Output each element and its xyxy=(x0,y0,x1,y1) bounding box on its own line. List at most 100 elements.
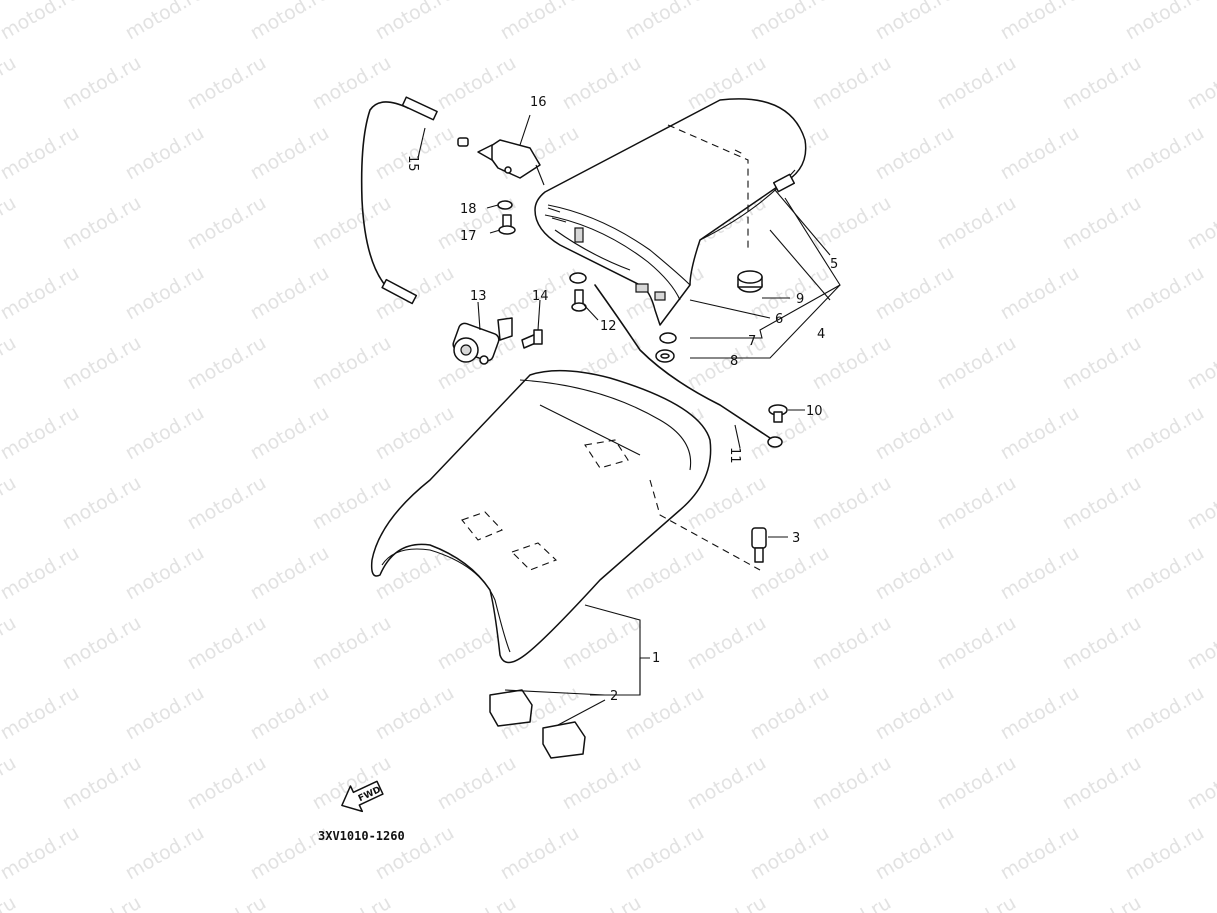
watermark-text: motod.ru xyxy=(372,682,458,745)
pin-15 xyxy=(457,137,469,147)
watermark-text: motod.ru xyxy=(122,822,208,885)
watermark-text: motod.ru xyxy=(934,192,1020,255)
watermark-text: motod.ru xyxy=(0,402,83,465)
watermark-text: motod.ru xyxy=(122,682,208,745)
watermark-text: motod.ru xyxy=(872,682,958,745)
watermark-text: motod.ru xyxy=(559,52,645,115)
screw-12 xyxy=(569,272,587,312)
watermark-text: motod.ru xyxy=(59,192,145,255)
collar-8 xyxy=(655,349,675,363)
washer-18 xyxy=(497,200,513,210)
callout-16: 16 xyxy=(530,95,547,110)
callout-1: 1 xyxy=(652,651,660,666)
callout-17: 17 xyxy=(460,229,477,244)
watermark-text: motod.ru xyxy=(1184,472,1217,535)
watermark-text: motod.ru xyxy=(184,192,270,255)
watermark-text: motod.ru xyxy=(309,192,395,255)
callout-2: 2 xyxy=(610,689,618,704)
front-seat xyxy=(370,369,761,696)
watermark-text: motod.ru xyxy=(1122,0,1208,44)
bolt-3 xyxy=(751,527,767,563)
leader-lines xyxy=(417,114,841,726)
watermark-text: motod.ru xyxy=(184,752,270,815)
watermark-text: motod.ru xyxy=(559,892,645,913)
watermark-text: motod.ru xyxy=(1059,52,1145,115)
callout-6: 6 xyxy=(775,312,783,327)
watermark-text: motod.ru xyxy=(59,892,145,913)
seat-lock-13 xyxy=(452,317,513,365)
watermark-text: motod.ru xyxy=(872,402,958,465)
watermark-text: motod.ru xyxy=(1184,332,1217,395)
watermark-text: motod.ru xyxy=(122,0,208,44)
watermark-text: motod.ru xyxy=(0,192,20,255)
watermark-text: motod.ru xyxy=(372,402,458,465)
watermark-text: motod.ru xyxy=(372,262,458,325)
callout-9: 9 xyxy=(796,292,804,307)
watermark-text: motod.ru xyxy=(622,0,708,44)
watermark-text: motod.ru xyxy=(497,0,583,44)
watermark-text: motod.ru xyxy=(59,52,145,115)
watermark-text: motod.ru xyxy=(1184,612,1217,675)
damper-2b xyxy=(542,721,586,759)
watermark-text: motod.ru xyxy=(997,122,1083,185)
watermark-text: motod.ru xyxy=(622,542,708,605)
watermark-text: motod.ru xyxy=(934,752,1020,815)
watermark-text: motod.ru xyxy=(997,0,1083,44)
screw-10 xyxy=(768,404,788,423)
watermark-text: motod.ru xyxy=(747,262,833,325)
watermark-text: motod.ru xyxy=(0,262,83,325)
watermark-text: motod.ru xyxy=(1122,822,1208,885)
callout-7: 7 xyxy=(748,334,756,349)
watermark-text: motod.ru xyxy=(1184,52,1217,115)
watermark-text: motod.ru xyxy=(247,0,333,44)
watermark-text: motod.ru xyxy=(934,332,1020,395)
watermark-text: motod.ru xyxy=(809,472,895,535)
watermark-text: motod.ru xyxy=(997,262,1083,325)
watermark-text: motod.ru xyxy=(1059,612,1145,675)
watermark-text: motod.ru xyxy=(434,752,520,815)
diagram-code: 3XV1010-1260 xyxy=(318,829,405,843)
callout-labels: 1 2 3 4 5 6 7 8 9 10 11 12 13 14 15 16 1… xyxy=(405,95,838,704)
watermark-text: motod.ru xyxy=(0,682,83,745)
watermark-text: motod.ru xyxy=(0,822,83,885)
watermark-text: motod.ru xyxy=(1059,192,1145,255)
watermark-text: motod.ru xyxy=(59,332,145,395)
watermark-text: motod.ru xyxy=(0,752,20,815)
watermark-text: motod.ru xyxy=(622,682,708,745)
callout-3: 3 xyxy=(792,531,800,546)
watermark-text: motod.ru xyxy=(59,472,145,535)
watermark-text: motod.ru xyxy=(747,0,833,44)
watermark-text: motod.ru xyxy=(0,542,83,605)
watermark-text: motod.ru xyxy=(934,892,1020,913)
damper-9 xyxy=(737,270,763,293)
washer-7 xyxy=(659,332,677,344)
callout-10: 10 xyxy=(806,404,823,419)
watermark-text: motod.ru xyxy=(0,122,83,185)
watermark-text: motod.ru xyxy=(184,472,270,535)
watermark-text: motod.ru xyxy=(1122,262,1208,325)
watermark-text: motod.ru xyxy=(0,332,20,395)
watermark-text: motod.ru xyxy=(622,822,708,885)
watermark-text: motod.ru xyxy=(372,122,458,185)
seat-lock-cable xyxy=(360,96,783,448)
watermark-text: motod.ru xyxy=(934,612,1020,675)
watermark-text: motod.ru xyxy=(309,52,395,115)
watermark-text: motod.ru xyxy=(59,612,145,675)
watermark-text: motod.ru xyxy=(684,892,770,913)
callout-15: 15 xyxy=(405,155,420,172)
watermark-text: motod.ru xyxy=(747,822,833,885)
callout-14: 14 xyxy=(532,289,549,304)
watermark-text: motod.ru xyxy=(872,262,958,325)
watermark-text: motod.ru xyxy=(247,402,333,465)
watermark-text: motod.ru xyxy=(247,122,333,185)
watermark-text: motod.ru xyxy=(997,822,1083,885)
damper-2a xyxy=(489,689,533,727)
watermark-text: motod.ru xyxy=(309,612,395,675)
watermark-text: motod.ru xyxy=(1059,892,1145,913)
watermark-text: motod.ru xyxy=(809,752,895,815)
watermark-text: motod.ru xyxy=(934,52,1020,115)
watermark-text: motod.ru xyxy=(434,52,520,115)
watermark-text: motod.ru xyxy=(872,0,958,44)
callout-4: 4 xyxy=(817,327,825,342)
